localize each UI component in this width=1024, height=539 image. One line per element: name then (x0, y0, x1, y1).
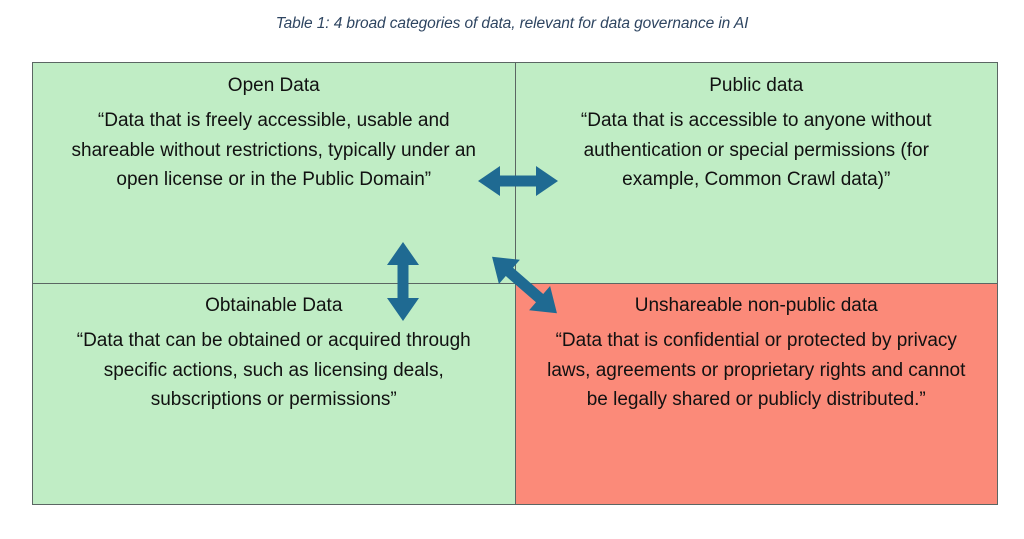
quadrant-title: Open Data (227, 75, 320, 96)
quadrant-content: Obtainable Data “Data that can be obtain… (33, 284, 515, 504)
quadrant-definition: “Data that is accessible to anyone witho… (580, 110, 932, 190)
quadrant-unshareable-non-public-data[interactable]: Unshareable non-public data “Data that i… (514, 283, 998, 505)
quadrant-definition: “Data that is confidential or protected … (547, 330, 966, 410)
table-row: Open Data “Data that is freely accessibl… (32, 62, 998, 284)
quadrant-definition: “Data that can be obtained or acquired t… (76, 330, 471, 410)
quadrant-content: Unshareable non-public data “Data that i… (516, 284, 998, 504)
quadrant-obtainable-data[interactable]: Obtainable Data “Data that can be obtain… (32, 283, 516, 505)
table-caption: Table 1: 4 broad categories of data, rel… (275, 15, 749, 32)
table-row: Obtainable Data “Data that can be obtain… (32, 283, 998, 505)
quadrant-content: Public data “Data that is accessible to … (516, 63, 998, 283)
quadrant-content: Open Data “Data that is freely accessibl… (33, 63, 515, 283)
quadrant-title: Unshareable non-public data (634, 295, 878, 316)
quadrant-definition: “Data that is freely accessible, usable … (71, 110, 476, 190)
quadrant-title: Obtainable Data (205, 295, 343, 316)
quadrant-open-data[interactable]: Open Data “Data that is freely accessibl… (32, 62, 516, 284)
quadrant-public-data[interactable]: Public data “Data that is accessible to … (514, 62, 998, 284)
data-category-matrix: Open Data “Data that is freely accessibl… (32, 62, 998, 505)
quadrant-title: Public data (709, 75, 804, 96)
